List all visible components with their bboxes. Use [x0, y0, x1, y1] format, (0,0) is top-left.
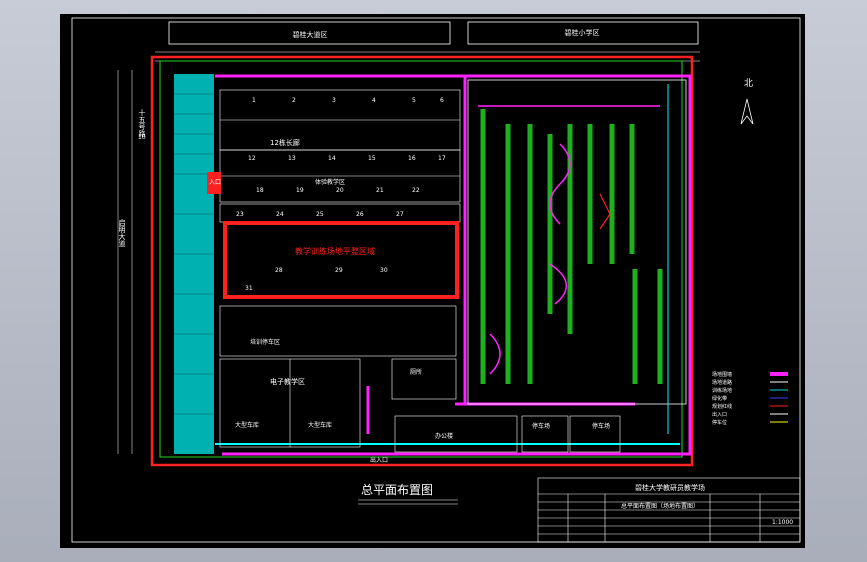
stall-number: 15	[368, 155, 376, 162]
top-right-road-box	[467, 21, 699, 45]
stall-number: 21	[376, 187, 384, 194]
left-road-number: 10	[138, 134, 146, 141]
stall-number: 19	[296, 187, 304, 194]
sheet-frame	[71, 17, 801, 543]
stall-grid	[219, 89, 461, 223]
top-left-road-box	[168, 21, 451, 45]
red-training-zone	[223, 221, 459, 299]
legend-label: 出入口	[712, 411, 727, 418]
legend-label: 场地围墙	[712, 371, 732, 378]
title-block-scale: 1:1000	[772, 519, 793, 526]
stall-number: 16	[408, 155, 416, 162]
zone-label-small-b: 停车场	[592, 422, 610, 430]
gate-marker-a	[207, 172, 221, 194]
top-left-road-label: 碧桂大道区	[293, 30, 328, 39]
stall-number: 23	[236, 211, 244, 218]
zone-label-lower-left-bank: 培训停车区	[250, 338, 280, 346]
stall-number: 6	[440, 97, 444, 104]
green-boundary	[159, 60, 683, 458]
legend-label: 停车位	[712, 419, 727, 426]
stall-number: 20	[336, 187, 344, 194]
legend-label: 绿化带	[712, 395, 727, 402]
property-red-line	[150, 55, 694, 467]
legend-label: 训练场地	[712, 387, 732, 394]
north-label: 北	[744, 78, 753, 89]
legend-label: 规划红线	[712, 403, 732, 410]
stall-number: 5	[412, 97, 416, 104]
left-road-label: 十五号路	[138, 108, 146, 138]
title-block-drawing-name: 总平面布置图（场地布置图）	[621, 502, 699, 510]
stall-number: 2	[292, 97, 296, 104]
left-bottom-road-label: 启明大道	[118, 218, 126, 248]
site-plan-drawing: 碧桂大道区 碧桂小学区 十五号路 10 启明大道 1 2 3 4 5	[71, 17, 801, 543]
zone-label-small-a: 停车场	[532, 422, 550, 430]
stall-number: 29	[335, 267, 343, 274]
zone-label-admin: 办公楼	[435, 432, 453, 440]
driving-course	[467, 79, 687, 405]
title-block	[537, 477, 801, 543]
north-arrow-icon	[740, 98, 754, 125]
stall-number: 18	[256, 187, 264, 194]
stall-number: 14	[328, 155, 336, 162]
top-right-road-label: 碧桂小学区	[565, 28, 600, 37]
title-block-project: 碧桂大学教研员教学场	[635, 483, 705, 492]
course-green-strips	[480, 109, 663, 384]
course-magenta-paths	[478, 105, 660, 375]
red-zone-label: 教学训练场地平整区域	[295, 246, 375, 256]
zone-label-left-top: 12栋长廊	[270, 138, 300, 147]
stall-number: 1	[252, 97, 256, 104]
gate-label-a: 入口	[209, 179, 221, 186]
zone-label-toilet: 厕所	[410, 368, 422, 376]
zone-label-tall-right: 大型车库	[308, 421, 332, 429]
stall-number: 25	[316, 211, 324, 218]
gate-label-b: 出入口	[370, 456, 388, 464]
stall-number: 28	[275, 267, 283, 274]
stall-number: 24	[276, 211, 284, 218]
drawing-sheet: 碧桂大道区 碧桂小学区 十五号路 10 启明大道 1 2 3 4 5	[60, 14, 805, 548]
stall-number: 27	[396, 211, 404, 218]
stall-number: 22	[412, 187, 420, 194]
stall-number: 13	[288, 155, 296, 162]
zone-label-left-mid: 体验教学区	[315, 178, 345, 186]
left-cyan-strip	[174, 74, 214, 454]
lower-buildings	[219, 305, 621, 453]
stall-number: 30	[380, 267, 388, 274]
stall-number: 17	[438, 155, 446, 162]
stall-number: 4	[372, 97, 376, 104]
drawing-title: 总平面布置图	[361, 483, 433, 497]
stall-number: 31	[245, 285, 253, 292]
site-wall	[215, 74, 692, 456]
stall-number: 3	[332, 97, 336, 104]
cyan-hatch	[174, 93, 214, 415]
zone-label-tall-left: 大型车库	[235, 421, 259, 429]
legend-label: 场地道路	[712, 379, 732, 386]
stall-number: 26	[356, 211, 364, 218]
zone-label-lower-left: 电子教学区	[270, 377, 305, 386]
stall-number: 12	[248, 155, 256, 162]
